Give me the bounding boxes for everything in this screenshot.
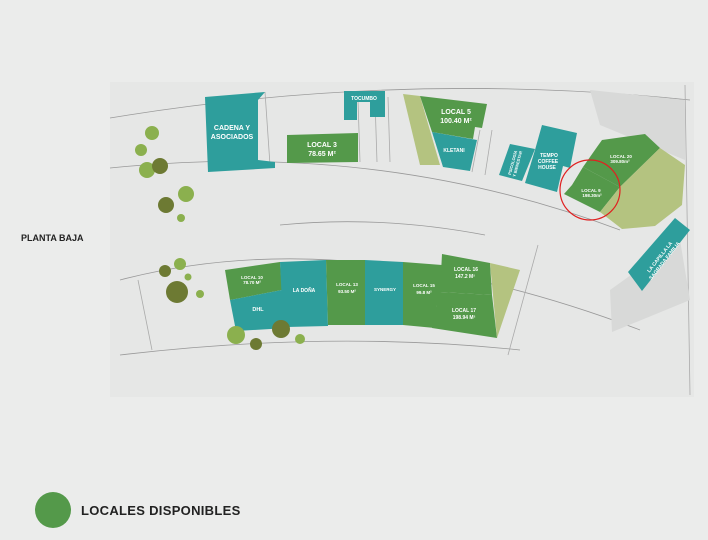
svg-text:PSICOLOGÍAY BIENESTAR: PSICOLOGÍAY BIENESTAR	[507, 149, 524, 177]
unit-dhl[interactable]: DHL	[230, 290, 287, 331]
unit-label: LA DOÑA	[293, 287, 316, 294]
garden-area	[600, 148, 685, 229]
svg-text:LOCAL 378.65 M²: LOCAL 378.65 M²	[307, 142, 337, 158]
legend: LOCALES DISPONIBLES	[35, 492, 241, 528]
unit-kletani[interactable]: KLETANI	[432, 132, 477, 171]
unit-label: DHL	[252, 307, 264, 313]
legend-swatch	[35, 492, 71, 528]
legend-label: LOCALES DISPONIBLES	[81, 502, 241, 518]
garden-strip	[490, 263, 520, 338]
unit-la-dona[interactable]: LA DOÑA	[280, 260, 328, 327]
unit-tocumbo[interactable]: TOCUMBO	[344, 91, 385, 120]
service-area	[610, 240, 690, 332]
unit-label: CADENA Y	[214, 125, 251, 132]
corridor-line	[279, 221, 486, 236]
unit-psicologia[interactable]: PSICOLOGÍAY BIENESTAR	[499, 144, 535, 181]
unit-label: SYNERGY	[374, 287, 396, 292]
plan-background	[110, 82, 694, 397]
garden-strip	[403, 94, 440, 165]
service-area	[590, 90, 685, 160]
unit-synergy[interactable]: SYNERGY	[365, 260, 403, 325]
corridor-line	[119, 340, 521, 356]
unit-label: TOCUMBO	[351, 96, 377, 102]
level-label: PLANTA BAJA	[21, 233, 84, 243]
tree-icons	[135, 126, 305, 350]
highlight-circle	[559, 159, 621, 221]
corridor-line	[109, 161, 621, 231]
wall-line	[137, 84, 691, 396]
unit-label: KLETANI	[443, 148, 465, 154]
